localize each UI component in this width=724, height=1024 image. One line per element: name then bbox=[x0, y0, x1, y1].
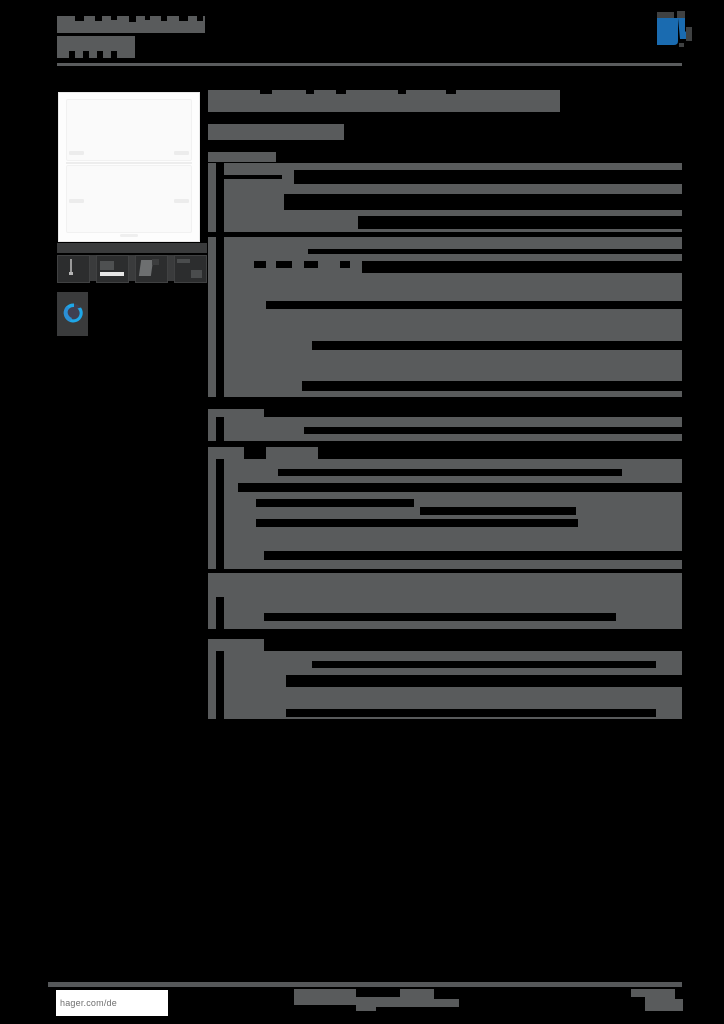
spec-row bbox=[208, 299, 682, 319]
footer-center-text bbox=[294, 989, 459, 1011]
thumbnail-2[interactable] bbox=[96, 255, 129, 283]
rocker-bottom bbox=[66, 165, 192, 233]
spec-row bbox=[208, 379, 682, 397]
view-360-icon[interactable] bbox=[57, 292, 88, 336]
page-subtitle bbox=[208, 124, 344, 140]
spec-row bbox=[208, 359, 682, 379]
header-brand-text bbox=[57, 16, 205, 33]
spec-row bbox=[208, 278, 682, 299]
spec-row bbox=[208, 213, 682, 232]
hager-logo bbox=[655, 9, 699, 51]
spec-row bbox=[208, 417, 682, 441]
spec-row bbox=[208, 551, 682, 569]
spec-row bbox=[208, 697, 682, 719]
spec-row bbox=[208, 409, 682, 417]
footer: hager.com/de bbox=[48, 987, 683, 1019]
spec-row bbox=[208, 237, 682, 261]
spec-row bbox=[208, 675, 682, 697]
rocker-nub bbox=[120, 234, 138, 237]
spec-row bbox=[208, 573, 682, 597]
thumbnail-strip-bar bbox=[57, 243, 207, 253]
spec-row bbox=[208, 447, 682, 459]
thumbnail-1[interactable] bbox=[57, 255, 90, 283]
spec-row bbox=[208, 499, 682, 519]
spec-row bbox=[208, 651, 682, 675]
rocker-top bbox=[66, 99, 192, 161]
footer-divider bbox=[48, 982, 682, 987]
section-label bbox=[208, 639, 264, 651]
thumbnail-strip bbox=[57, 243, 207, 283]
spec-row bbox=[208, 535, 682, 551]
footer-url[interactable]: hager.com/de bbox=[60, 998, 117, 1008]
spec-row bbox=[208, 319, 682, 339]
thumbnail-3[interactable] bbox=[135, 255, 168, 283]
spec-table bbox=[208, 152, 682, 719]
product-image[interactable] bbox=[58, 92, 200, 242]
spec-row bbox=[208, 261, 682, 278]
section-label bbox=[208, 152, 276, 162]
main-content bbox=[208, 89, 682, 719]
rocker-seam bbox=[66, 162, 192, 164]
spec-row bbox=[208, 163, 682, 191]
footer-url-box[interactable]: hager.com/de bbox=[56, 990, 168, 1016]
header bbox=[57, 12, 682, 70]
spec-row bbox=[208, 613, 682, 629]
page-title bbox=[208, 89, 560, 112]
spec-row bbox=[208, 339, 682, 359]
header-divider bbox=[57, 63, 682, 66]
spec-row bbox=[208, 597, 682, 613]
spec-row bbox=[208, 191, 682, 213]
spec-row bbox=[208, 483, 682, 499]
footer-page-number bbox=[631, 989, 683, 1011]
spec-row bbox=[208, 459, 682, 483]
thumbnail-4[interactable] bbox=[174, 255, 207, 283]
spec-row bbox=[208, 519, 682, 535]
